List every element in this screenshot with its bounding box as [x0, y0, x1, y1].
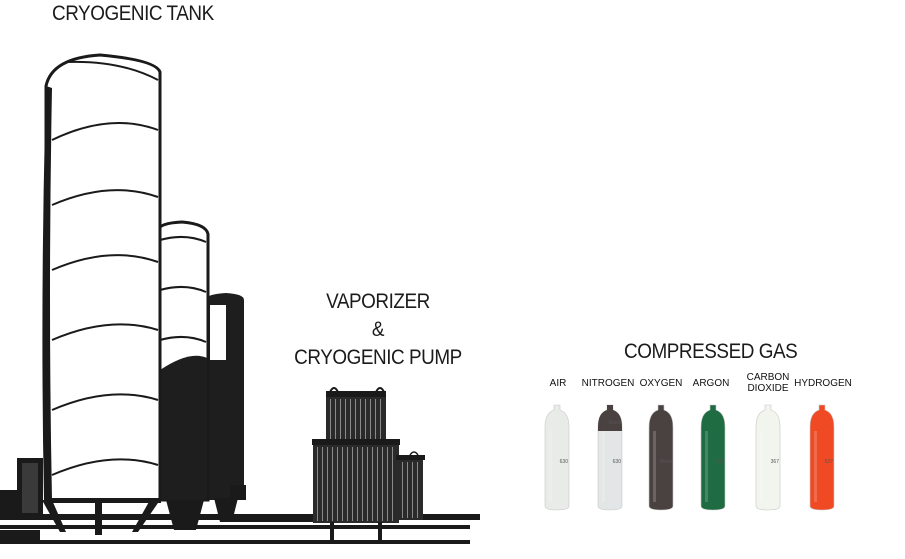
cylinder-code-carbon-dioxide: 367	[771, 459, 780, 465]
cylinder-code-argon: 103	[716, 459, 725, 465]
vaporizer-title-line1: VAPORIZER	[326, 290, 430, 313]
cylinder-oxygen: Black	[648, 404, 674, 511]
cylinder-label-argon: ARGON	[692, 378, 730, 389]
small-left-tanks	[0, 458, 43, 520]
tank-2	[156, 220, 210, 530]
cylinder-code-nitrogen: 630	[613, 459, 622, 465]
cryogenic-tank-title: CRYOGENIC TANK	[52, 2, 214, 25]
tank-1-main	[42, 53, 162, 535]
cylinder-carbon-dioxide: 367	[755, 404, 781, 511]
vaporizer-pump-title: VAPORIZER & CRYOGENIC PUMP	[284, 288, 472, 372]
ground-piping	[0, 514, 480, 544]
cylinder-label-hydrogen: HYDROGEN	[794, 378, 852, 389]
cylinder-label-nitrogen: NITROGEN	[581, 378, 635, 389]
cylinder-code-oxygen: Black	[660, 459, 673, 465]
compressed-gas-title: COMPRESSED GAS	[624, 340, 798, 363]
vaporizer-title-line2: &	[371, 318, 385, 341]
cylinder-air: 630	[544, 404, 570, 511]
vaporizer-title-line3: CRYOGENIC PUMP	[294, 346, 462, 369]
cylinder-nitrogen: 630 Black	[597, 404, 623, 511]
vaporizer-unit	[312, 387, 425, 542]
cylinder-argon: 103	[700, 404, 726, 511]
cylinder-code-air: 630	[560, 459, 569, 465]
cylinder-label-air: AIR	[549, 378, 567, 389]
cylinder-note-nitrogen: Black	[609, 420, 622, 426]
tank-3	[206, 293, 246, 522]
cylinder-label-carbon-dioxide: CARBON DIOXIDE	[746, 372, 790, 394]
cylinder-code-hydrogen: 537	[825, 459, 834, 465]
cylinder-label-oxygen: OXYGEN	[639, 378, 683, 389]
cylinder-hydrogen: 537	[809, 404, 835, 511]
